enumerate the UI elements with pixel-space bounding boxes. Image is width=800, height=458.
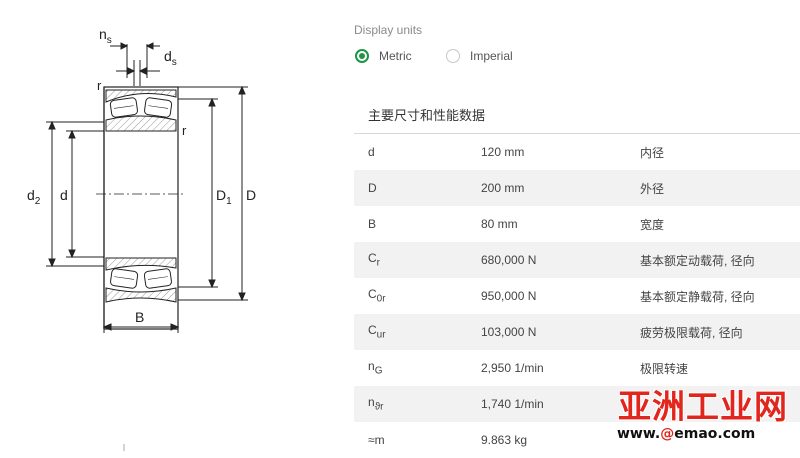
symbol: n [368, 395, 375, 410]
r-label-top: r [97, 78, 102, 93]
imperial-radio-dot[interactable] [446, 49, 460, 63]
symbol-subscript: ur [376, 329, 386, 341]
svg-text:ns: ns [99, 26, 112, 46]
bearing-top-section [105, 89, 177, 132]
table-row: B 80 mm 宽度 [354, 206, 800, 242]
symbol-subscript: ϑr [374, 401, 384, 413]
bearing-bottom-section [105, 257, 177, 303]
D1-label-sub: 1 [226, 196, 232, 207]
watermark-url-rest: emao.com [674, 426, 756, 442]
table-row: d 120 mm 内径 [354, 134, 800, 170]
metric-radio-label[interactable]: Metric [379, 49, 412, 63]
description-cell: 外径 [640, 181, 665, 196]
description-cell: 极限转速 [640, 361, 689, 376]
value-cell: 80 mm [481, 217, 518, 231]
value-cell: 680,000 N [481, 253, 537, 267]
symbol-cell: D [354, 181, 481, 195]
symbol-cell: nϑr [354, 395, 481, 412]
symbol: C [368, 251, 377, 266]
symbol: C [368, 287, 377, 302]
symbol-subscript: G [374, 365, 383, 377]
B-label: B [135, 309, 144, 325]
symbol-cell: C0r [354, 287, 481, 304]
symbol-cell: ≈m [354, 433, 481, 447]
D-dimension [178, 85, 248, 302]
symbol: D [368, 181, 377, 195]
symbol-cell: nG [354, 359, 481, 376]
symbol-cell: B [354, 217, 481, 231]
bearing-cross-section-drawing: ns ds r r [27, 26, 256, 451]
watermark-url-prefix: www. [617, 426, 661, 442]
bearing-outline [103, 86, 179, 330]
d2-dimension [46, 120, 104, 268]
table-row: ≈m 9.863 kg [354, 422, 800, 458]
D1-label: D [216, 187, 226, 203]
imperial-radio[interactable]: Imperial [446, 49, 513, 63]
description-cell: 基本额定静载荷, 径向 [640, 289, 755, 304]
d2-label-sub: 2 [35, 196, 41, 207]
value-cell: 103,000 N [481, 325, 537, 339]
r-label-right: r [182, 123, 187, 138]
metric-radio[interactable]: Metric [355, 49, 412, 63]
symbol: d [368, 145, 375, 159]
value-cell: 120 mm [481, 145, 525, 159]
watermark-chinese-text: 亚洲工业网 [618, 387, 788, 426]
table-row: D 200 mm 外径 [354, 170, 800, 206]
description-cell: 疲劳极限载荷, 径向 [640, 325, 743, 340]
D1-dimension [178, 97, 218, 289]
section-title: 主要尺寸和性能数据 [368, 108, 486, 123]
symbol-cell: d [354, 145, 481, 159]
watermark-url-at: @ [660, 426, 675, 442]
D-label: D [246, 187, 256, 203]
description-cell: 内径 [640, 145, 665, 160]
ds-label: d [164, 48, 172, 64]
ds-label-sub: s [172, 57, 177, 68]
section-divider [354, 133, 800, 134]
table-row: C0r 950,000 N 基本额定静载荷, 径向 [354, 278, 800, 314]
metric-radio-dot[interactable] [355, 49, 369, 63]
d2-label: d [27, 187, 35, 203]
symbol: ≈m [368, 433, 385, 447]
svg-text:d2: d2 [27, 187, 41, 207]
description-cell: 宽度 [640, 217, 665, 232]
symbol-subscript: r [376, 257, 381, 269]
ds-dimension [116, 60, 160, 86]
ns-label-sub: s [107, 35, 112, 46]
value-cell: 9.863 kg [481, 433, 528, 447]
symbol: n [368, 359, 375, 374]
symbol-cell: Cr [354, 251, 481, 268]
table-row: Cr 680,000 N 基本额定动载荷, 径向 [354, 242, 800, 278]
symbol: C [368, 323, 377, 338]
table-row: Cur 103,000 N 疲劳极限载荷, 径向 [354, 314, 800, 350]
site-watermark: 亚洲工业网 www.@emao.com [615, 388, 800, 454]
ns-label: n [99, 26, 107, 42]
dimensions-table: d 120 mm 内径 D 200 mm 外径 B 80 mm 宽度 Cr 68… [354, 134, 800, 458]
value-cell: 200 mm [481, 181, 525, 195]
d-label: d [60, 187, 68, 203]
symbol: B [368, 217, 377, 231]
table-row: nϑr 1,740 1/min [354, 386, 800, 422]
symbol-cell: Cur [354, 323, 481, 340]
ns-dimension [110, 42, 160, 78]
imperial-radio-label[interactable]: Imperial [470, 49, 513, 63]
watermark-url: www.@emao.com [617, 426, 755, 442]
symbol-subscript: 0r [376, 293, 386, 305]
table-row: nG 2,950 1/min 极限转速 [354, 350, 800, 386]
value-cell: 950,000 N [481, 289, 537, 303]
d-dimension [66, 129, 104, 259]
display-units-label: Display units [354, 23, 423, 37]
description-cell: 基本额定动载荷, 径向 [640, 253, 755, 268]
svg-text:ds: ds [164, 48, 177, 68]
value-cell: 1,740 1/min [481, 397, 544, 411]
svg-text:D1: D1 [216, 187, 232, 207]
B-dimension [102, 323, 180, 333]
value-cell: 2,950 1/min [481, 361, 544, 375]
